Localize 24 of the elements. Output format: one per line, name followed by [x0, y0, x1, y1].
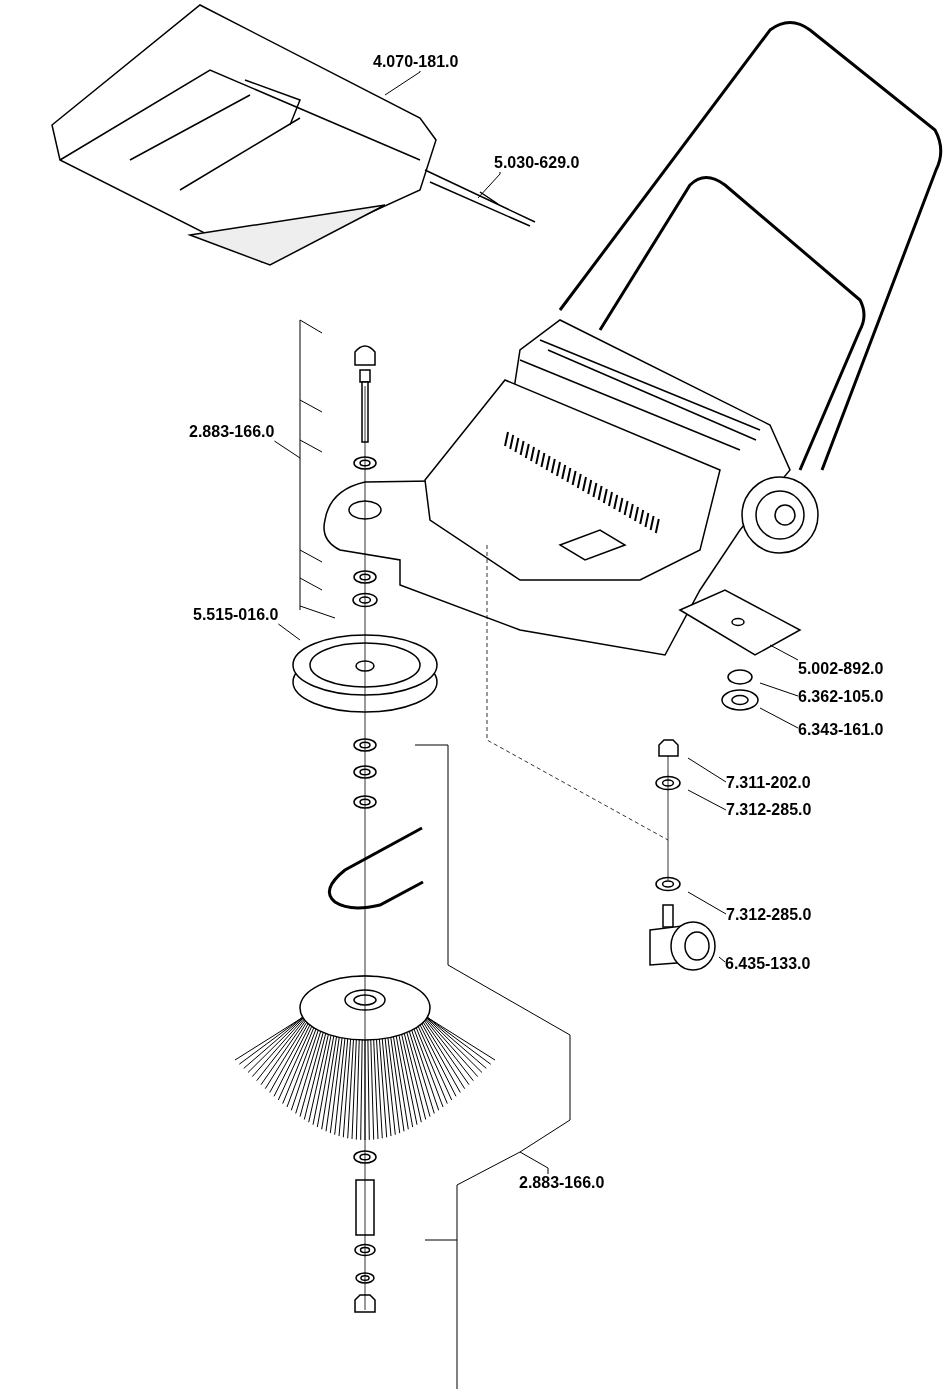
leader-line [277, 623, 301, 641]
leader-line [687, 891, 727, 915]
part-number: 5.002-892.0 [798, 660, 884, 678]
part-number: 2.883-166.0 [189, 423, 275, 441]
part-number: 5.515-016.0 [193, 606, 279, 624]
leader-line [384, 70, 421, 96]
part-number: 7.312-285.0 [726, 906, 812, 924]
part-number: 6.343-161.0 [798, 721, 884, 739]
part-number: 6.435-133.0 [725, 955, 811, 973]
leader-line [759, 707, 799, 729]
leader-line [477, 171, 501, 199]
leader-line [718, 956, 726, 963]
leader-line [687, 789, 727, 811]
part-number: 7.312-285.0 [726, 801, 812, 819]
part-number: 6.362-105.0 [798, 688, 884, 706]
part-number: 7.311-202.0 [726, 774, 811, 792]
leader-line [687, 757, 727, 783]
part-number: 2.883-166.0 [519, 1174, 605, 1192]
kit-bracket [273, 319, 336, 619]
leader-line [759, 682, 799, 697]
kit-bracket [414, 744, 571, 1389]
leader-line [769, 644, 799, 661]
part-number: 4.070-181.0 [373, 53, 459, 71]
part-number: 5.030-629.0 [494, 154, 580, 172]
